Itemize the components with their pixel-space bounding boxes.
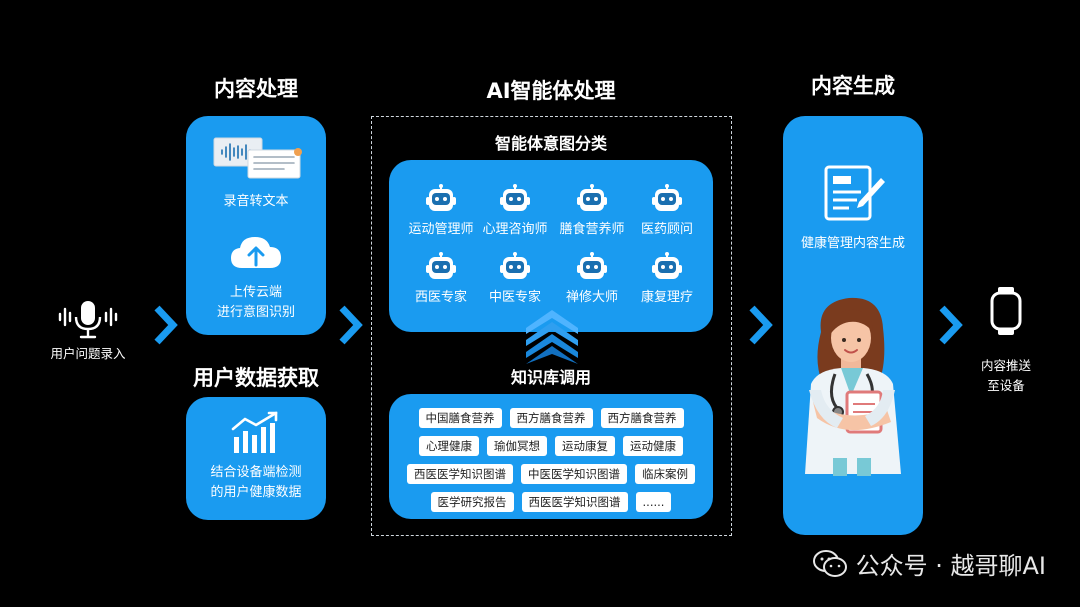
knowledge-base-tag: 西方膳食营养 bbox=[509, 408, 593, 428]
chevron-right-icon bbox=[339, 305, 363, 345]
knowledge-base-row: 中国膳食营养西方膳食营养西方膳食营养 bbox=[389, 408, 713, 428]
knowledge-base-row: 心理健康瑜伽冥想运动康复运动健康 bbox=[389, 436, 713, 456]
upload-label-line1: 上传云端 bbox=[229, 285, 282, 300]
chevron-right-icon bbox=[749, 305, 773, 345]
robot-icon bbox=[500, 252, 530, 279]
ai-processing-frame bbox=[371, 116, 732, 536]
content-processing-card: 录音转文本 上传云端 进行意图识别 bbox=[186, 116, 326, 335]
robot-icon bbox=[577, 184, 607, 211]
content-processing-title: 内容处理 bbox=[214, 77, 298, 101]
knowledge-base-tag: 运动康复 bbox=[555, 436, 615, 456]
knowledge-base-row: 医学研究报告西医医学知识图谱...... bbox=[389, 492, 713, 512]
wechat-icon bbox=[812, 549, 847, 577]
knowledge-base-row: 西医医学知识图谱中医医学知识图谱临床案例 bbox=[389, 464, 713, 484]
agent-name: 医药顾问 bbox=[640, 222, 693, 237]
agent-name: 中医专家 bbox=[488, 290, 541, 305]
agent-item: 西医专家 bbox=[401, 252, 481, 305]
agent-name: 康复理疗 bbox=[640, 290, 693, 305]
knowledge-base-tag: 瑜伽冥想 bbox=[487, 436, 547, 456]
robot-icon bbox=[577, 252, 607, 279]
intent-classification-title: 智能体意图分类 bbox=[494, 134, 607, 153]
knowledge-base-tag: 西医医学知识图谱 bbox=[407, 464, 513, 484]
knowledge-base-tag: 运动健康 bbox=[623, 436, 683, 456]
user-data-line2: 的用户健康数据 bbox=[210, 485, 302, 500]
cloud-upload-icon bbox=[231, 237, 281, 268]
agent-item: 医药顾问 bbox=[627, 184, 707, 237]
agents-card: 运动管理师心理咨询师膳食营养师医药顾问西医专家 中医专家 禅修大师 康复理疗 bbox=[389, 160, 713, 332]
agent-item: 运动管理师 bbox=[401, 184, 481, 237]
knowledge-base-tag: 医学研究报告 bbox=[430, 492, 514, 512]
agent-item: 中医专家 bbox=[475, 252, 555, 305]
agent-item: 膳食营养师 bbox=[552, 184, 632, 237]
robot-icon bbox=[652, 252, 682, 279]
watermark: 公众号 · 越哥聊AI bbox=[812, 546, 1046, 581]
agent-name: 禅修大师 bbox=[565, 290, 618, 305]
knowledge-base-tag: 中医医学知识图谱 bbox=[521, 464, 627, 484]
upload-label-line2: 进行意图识别 bbox=[216, 305, 295, 320]
knowledge-base-tag: 中国膳食营养 bbox=[418, 408, 502, 428]
agent-name: 运动管理师 bbox=[408, 222, 474, 237]
speech-to-text-icon bbox=[213, 137, 302, 179]
chevron-right-icon bbox=[939, 305, 963, 345]
knowledge-base-tag: 心理健康 bbox=[419, 436, 479, 456]
content-generation-title: 内容生成 bbox=[811, 74, 895, 98]
microphone-icon bbox=[58, 301, 118, 339]
smartwatch-icon bbox=[990, 287, 1022, 335]
output-label-line2: 至设备 bbox=[987, 378, 1025, 393]
agent-item: 康复理疗 bbox=[627, 252, 707, 305]
agent-name: 心理咨询师 bbox=[482, 222, 548, 237]
user-data-title: 用户数据获取 bbox=[193, 366, 319, 390]
knowledge-base-title: 知识库调用 bbox=[510, 368, 591, 387]
robot-icon bbox=[500, 184, 530, 211]
output-block: 内容推送 至设备 bbox=[970, 286, 1042, 396]
bar-chart-icon bbox=[231, 411, 278, 453]
agent-name: 西医专家 bbox=[414, 290, 467, 305]
stacked-up-arrows-icon bbox=[526, 310, 578, 364]
user-data-card: 结合设备端检测 的用户健康数据 bbox=[186, 397, 326, 520]
speech-to-text-label: 录音转文本 bbox=[223, 194, 289, 209]
agent-name: 膳食营养师 bbox=[559, 222, 625, 237]
knowledge-base-tag: 西方膳食营养 bbox=[600, 408, 684, 428]
chevron-right-icon bbox=[154, 305, 178, 345]
watermark-text: 公众号 · 越哥聊AI bbox=[855, 552, 1046, 580]
knowledge-base-tag: ...... bbox=[635, 492, 672, 512]
content-generation-card: 健康管理内容生成 bbox=[783, 116, 923, 535]
input-label: 用户问题录入 bbox=[50, 346, 126, 361]
user-data-line1: 结合设备端检测 bbox=[210, 465, 302, 480]
agent-item: 心理咨询师 bbox=[475, 184, 555, 237]
content-generation-label: 健康管理内容生成 bbox=[800, 236, 905, 251]
robot-icon bbox=[426, 252, 456, 279]
knowledge-base-tag: 西医医学知识图谱 bbox=[521, 492, 628, 512]
input-block: 用户问题录入 bbox=[40, 296, 136, 366]
knowledge-base-card: 中国膳食营养西方膳食营养西方膳食营养心理健康瑜伽冥想运动康复运动健康西医医学知识… bbox=[389, 394, 713, 519]
robot-icon bbox=[652, 184, 682, 211]
output-label-line1: 内容推送 bbox=[980, 358, 1031, 373]
agent-item: 禅修大师 bbox=[552, 252, 632, 305]
knowledge-base-tag: 临床案例 bbox=[635, 464, 695, 484]
robot-icon bbox=[426, 184, 456, 211]
doctor-illustration bbox=[805, 297, 901, 476]
ai-processing-title: AI智能体处理 bbox=[486, 79, 616, 103]
document-edit-icon bbox=[824, 165, 885, 221]
